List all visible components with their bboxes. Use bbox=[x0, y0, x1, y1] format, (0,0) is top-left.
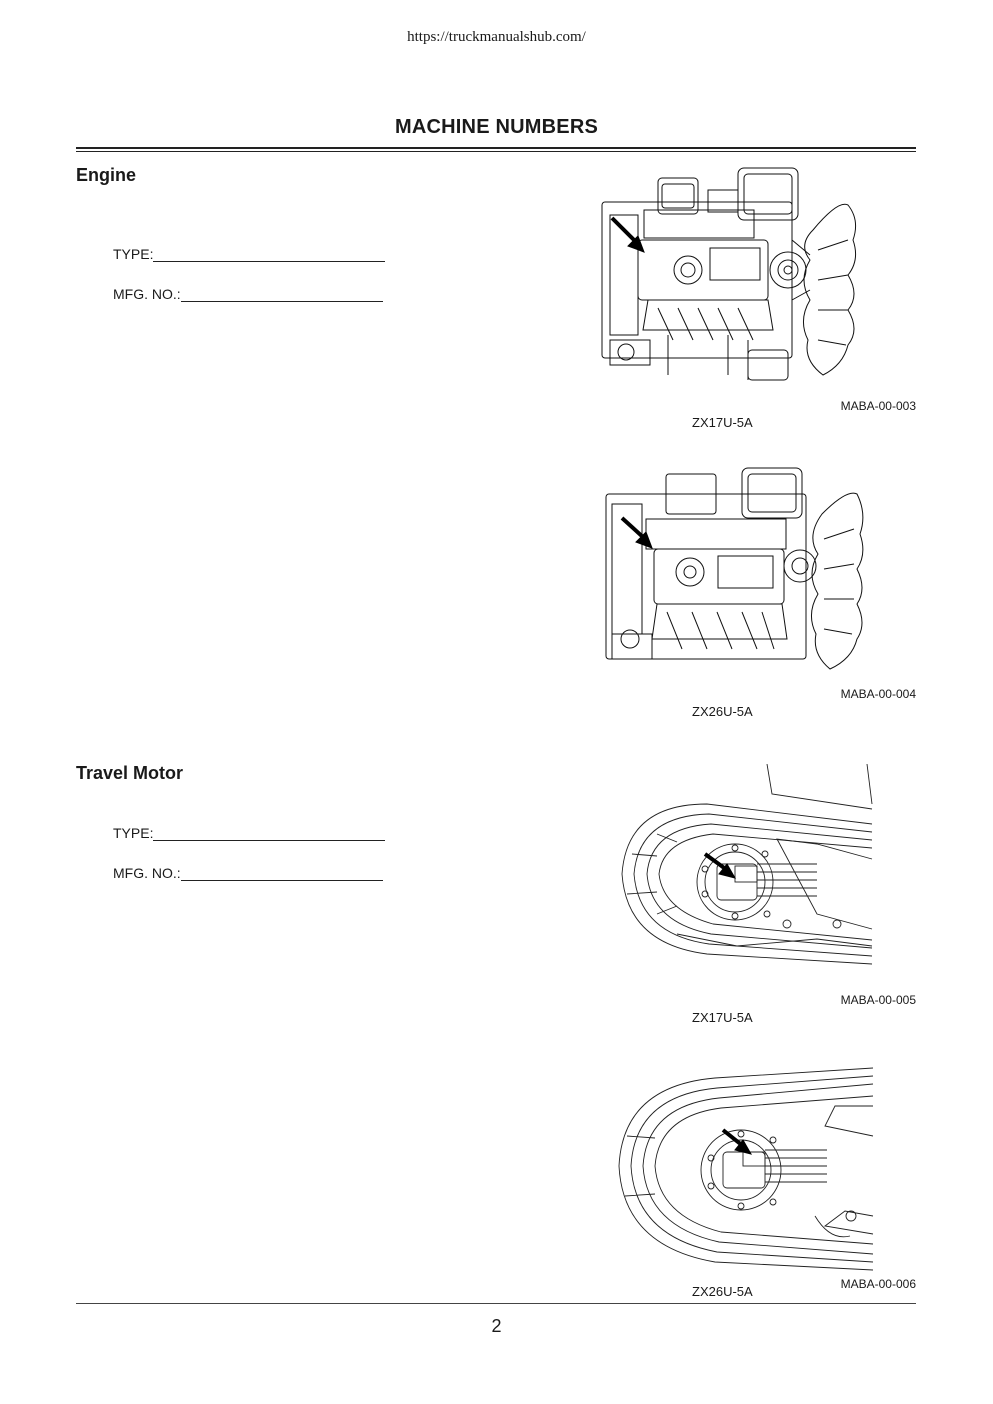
pointer-arrow-icon bbox=[703, 852, 737, 879]
engine-illustration-zx26u bbox=[602, 464, 872, 674]
figure-model-1: ZX17U-5A bbox=[692, 415, 753, 430]
engine-icon bbox=[601, 167, 857, 381]
engine-mfg-blank bbox=[180, 286, 383, 302]
figure-code-2: MABA-00-004 bbox=[840, 687, 916, 701]
engine-type-label: TYPE: bbox=[113, 246, 154, 262]
engine-type-blank bbox=[153, 246, 386, 262]
travel-motor-mfg-label: MFG. NO.: bbox=[113, 865, 181, 881]
engine-mfg-field: MFG. NO.: bbox=[113, 286, 383, 302]
figure-code-1: MABA-00-003 bbox=[840, 399, 916, 413]
travel-motor-type-blank bbox=[153, 825, 386, 841]
figure-model-4: ZX26U-5A bbox=[692, 1284, 753, 1299]
travel-motor-icon bbox=[618, 1067, 874, 1271]
travel-motor-illustration-zx17u bbox=[617, 764, 877, 980]
travel-motor-icon bbox=[621, 764, 873, 965]
travel-motor-type-field: TYPE: bbox=[113, 825, 386, 841]
page-title: MACHINE NUMBERS bbox=[395, 116, 598, 138]
page-number: 2 bbox=[491, 1316, 502, 1336]
travel-motor-mfg-blank bbox=[180, 865, 383, 881]
travel-motor-type-label: TYPE: bbox=[113, 825, 154, 841]
figure-code-4: MABA-00-006 bbox=[840, 1277, 916, 1291]
pointer-arrow-icon bbox=[721, 1128, 753, 1155]
engine-mfg-label: MFG. NO.: bbox=[113, 286, 181, 302]
source-url: https://truckmanualshub.com/ bbox=[407, 29, 586, 45]
engine-heading: Engine bbox=[76, 165, 137, 185]
figure-code-3: MABA-00-005 bbox=[840, 993, 916, 1007]
engine-icon bbox=[605, 467, 864, 670]
figure-model-2: ZX26U-5A bbox=[692, 704, 753, 719]
engine-type-field: TYPE: bbox=[113, 246, 386, 262]
travel-motor-illustration-zx26u bbox=[615, 1066, 877, 1272]
title-rule-thick bbox=[76, 147, 916, 149]
engine-illustration-zx17u bbox=[598, 160, 868, 390]
travel-motor-heading: Travel Motor bbox=[76, 763, 184, 783]
pointer-arrow-icon bbox=[620, 516, 653, 549]
title-rule-thin bbox=[76, 151, 916, 152]
pointer-arrow-icon bbox=[610, 216, 645, 253]
travel-motor-mfg-field: MFG. NO.: bbox=[113, 865, 383, 881]
footer-rule bbox=[76, 1303, 916, 1304]
figure-model-3: ZX17U-5A bbox=[692, 1010, 753, 1025]
